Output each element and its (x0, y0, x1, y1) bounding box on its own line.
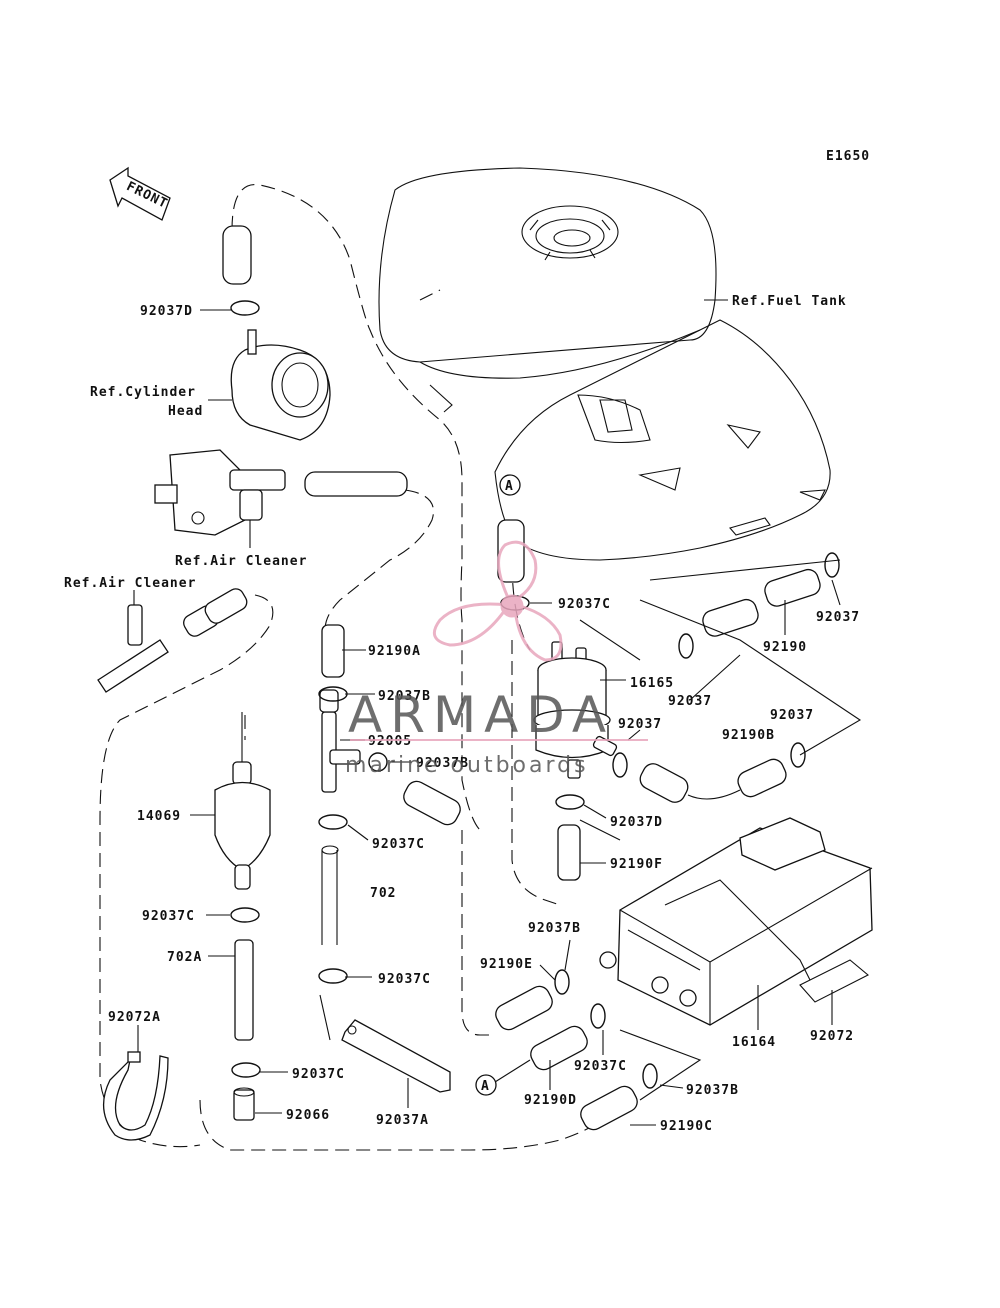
part-label-702a: 702A (167, 950, 202, 965)
part-label-92037b-canister-low: 92037B (686, 1083, 739, 1098)
part-label-92037b-upper: 92037B (378, 689, 431, 704)
part-label-92037d-pump: 92037D (610, 815, 663, 830)
hose-702 (403, 780, 461, 826)
ref-air-cleaner-left-label: Ref.Air Cleaner (64, 576, 196, 591)
watermark-tagline: marine outboards (345, 753, 589, 778)
fuel-tank (378, 167, 717, 413)
part-label-92037-pump: 92037 (618, 717, 662, 732)
hoses (234, 519, 821, 1131)
part-label-92037c-lower: 92037C (378, 972, 431, 987)
ref-cylinder-head-label-line2: Head (168, 404, 203, 419)
part-label-92190e: 92190E (480, 957, 533, 972)
part-label-92037a: 92037A (376, 1113, 429, 1128)
fuel-filter (214, 712, 271, 890)
cap-92066 (233, 1087, 255, 1121)
part-label-92037-far: 92037 (770, 708, 814, 723)
hose-92190e (495, 985, 553, 1031)
seat (494, 319, 831, 561)
ref-air-cleaner-upper-label: Ref.Air Cleaner (175, 554, 307, 569)
front-arrow: FRONT (109, 166, 171, 221)
part-label-92072a: 92072A (108, 1010, 161, 1025)
watermark-brand: ARMADA (348, 686, 614, 744)
diagram-code: E1650 (826, 149, 870, 164)
part-label-92005: 92005 (368, 734, 412, 749)
propeller-logo (432, 540, 563, 662)
part-label-92037c-canister: 92037C (574, 1059, 627, 1074)
part-label-92037b-mid: 92037B (416, 756, 469, 771)
canister-16164 (599, 817, 873, 1026)
part-label-92190d: 92190D (524, 1093, 577, 1108)
air-cleaner-valve (154, 449, 408, 536)
armada-watermark: ARMADA marine outboards (345, 540, 648, 778)
hose-92190c (580, 1085, 638, 1131)
part-label-92037d-top: 92037D (140, 304, 193, 319)
hose-702a (234, 939, 254, 1041)
connector-marker-bottom-label: A (481, 1079, 490, 1094)
part-label-92190c: 92190C (660, 1119, 713, 1134)
part-label-92190b: 92190B (722, 728, 775, 743)
hose-92190d (530, 1025, 588, 1071)
connector-marker-top-label: A (505, 479, 514, 494)
part-label-92037c-filter: 92037C (142, 909, 195, 924)
air-cleaner-t-joint (97, 588, 248, 693)
hose-92190f (557, 824, 581, 881)
part-label-92190f: 92190F (610, 857, 663, 872)
part-labels: 92037D 92037C 92037 92190 16165 92037 92… (108, 304, 860, 1134)
part-label-92037-right: 92037 (816, 610, 860, 625)
ref-fuel-tank-label: Ref.Fuel Tank (732, 294, 847, 309)
fuel-pump (533, 641, 618, 779)
connector-marker-top (499, 474, 521, 496)
part-label-14069: 14069 (137, 809, 181, 824)
part-label-92190: 92190 (763, 640, 807, 655)
hose-92190-a (702, 598, 759, 637)
leader-lines (133, 299, 862, 1126)
part-label-92037c-bottom: 92037C (292, 1067, 345, 1082)
reference-labels: E1650 Ref.Fuel Tank Ref.Cylinder Head Re… (64, 149, 870, 591)
part-label-92037b-canister: 92037B (528, 921, 581, 936)
cylinder-head-fitting (222, 225, 331, 441)
hose-92190b (737, 758, 787, 798)
part-label-92037-mid: 92037 (668, 694, 712, 709)
part-label-16165: 16165 (630, 676, 674, 691)
hose-92190a (321, 624, 345, 678)
part-label-16164: 16164 (732, 1035, 776, 1050)
part-label-92037c-left: 92037C (372, 837, 425, 852)
part-label-92066: 92066 (286, 1108, 330, 1123)
hose-routing (99, 184, 601, 1151)
ref-cylinder-head-label-line1: Ref.Cylinder (90, 385, 196, 400)
part-label-702: 702 (370, 886, 396, 901)
clips (230, 300, 840, 1089)
hose-92190-b (764, 568, 821, 607)
part-label-92037c-pump: 92037C (558, 597, 611, 612)
connector-markers: A A (475, 474, 521, 1096)
part-label-92190a: 92190A (368, 644, 421, 659)
t-fitting-92005 (319, 689, 361, 793)
band-92072a (103, 1051, 169, 1141)
part-label-92072: 92072 (810, 1029, 854, 1044)
bracket-92037a (341, 1019, 451, 1093)
connector-marker-bottom (475, 1074, 497, 1096)
